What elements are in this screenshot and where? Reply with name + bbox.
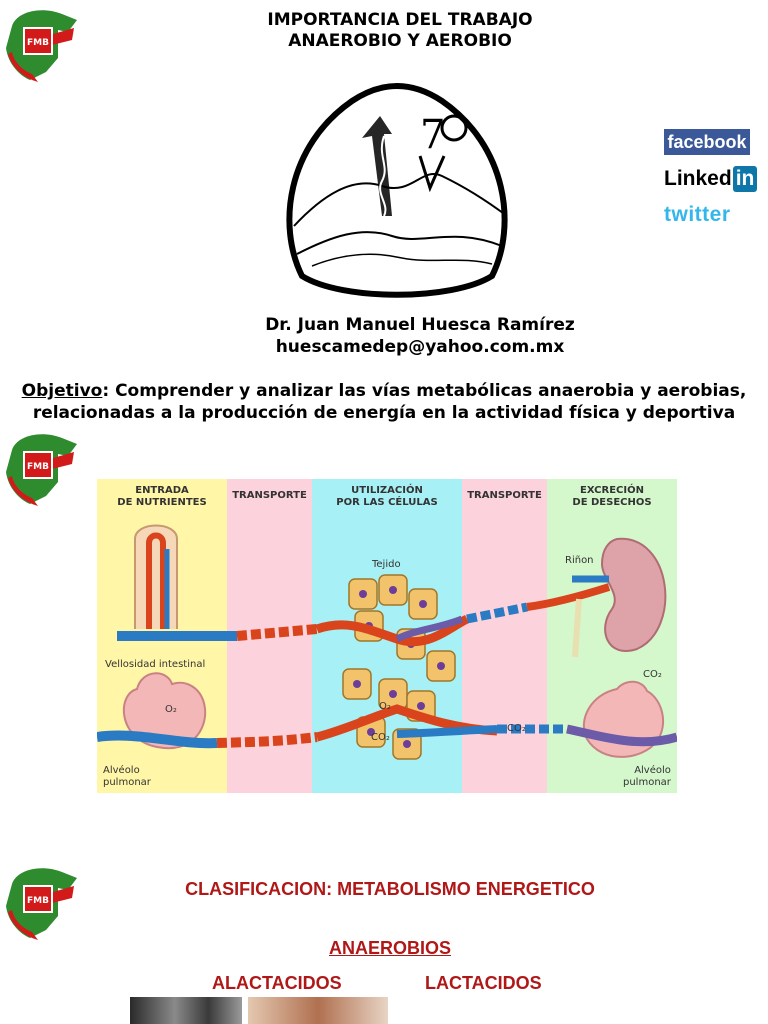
twitter-link[interactable]: twitter [664,203,731,226]
classification-title: CLASIFICACION: METABOLISMO ENERGETICO [185,879,595,899]
label-co2: CO₂ [371,732,390,743]
logo-text: FMB [27,462,49,472]
column-label-transporte: TRANSPORTE [232,490,307,501]
label-o2: O₂ [165,704,177,715]
author-email[interactable]: huescamedep@yahoo.com.mx [275,337,565,357]
svg-text:7: 7 [420,112,445,158]
linkedin-text: Linked [664,167,732,190]
label-lactacidos: LACTACIDOS [425,973,542,993]
fmb-logo: FMB [6,10,77,82]
label-o2: O₂ [379,701,391,712]
facebook-link[interactable]: facebook [664,129,750,155]
label-co2: CO₂ [643,669,662,680]
logo-text: FMB [27,896,49,906]
objective-line-1: : Comprender y analizar las vías metaból… [102,381,747,401]
label-co2: CO₂ [507,723,526,734]
linkedin-badge: in [732,166,758,192]
column-transporte-bg [462,479,547,793]
photo-athlete [248,997,388,1024]
author-block: Dr. Juan Manuel Huesca Ramírez huescamed… [150,314,690,358]
title-line-1: IMPORTANCIA DEL TRABAJO [267,10,533,30]
emblem-image: 7 [286,83,508,298]
fmb-logo: FMB [6,434,77,506]
logo-text: FMB [27,38,49,48]
page-title: IMPORTANCIA DEL TRABAJO ANAEROBIO Y AERO… [150,10,650,52]
fmb-logo: FMB [6,868,77,940]
title-line-2: ANAEROBIO Y AEROBIO [288,31,512,51]
label-tejido: Tejido [372,559,401,570]
label-alactacidos: ALACTACIDOS [212,973,342,993]
circulation-drawing [97,524,677,760]
label-vellosidad: Vellosidad intestinal [105,659,206,670]
objective-block: Objetivo: Comprender y analizar las vías… [10,380,758,424]
photo-sprint [130,997,242,1024]
column-label-transporte: TRANSPORTE [467,490,542,501]
author-name: Dr. Juan Manuel Huesca Ramírez [265,315,575,335]
objective-label: Objetivo [21,381,103,401]
label-rinon: Riñon [565,555,594,566]
classification-subtitle: ANAEROBIOS [328,938,451,958]
objective-line-2: relacionadas a la producción de energía … [32,403,736,423]
